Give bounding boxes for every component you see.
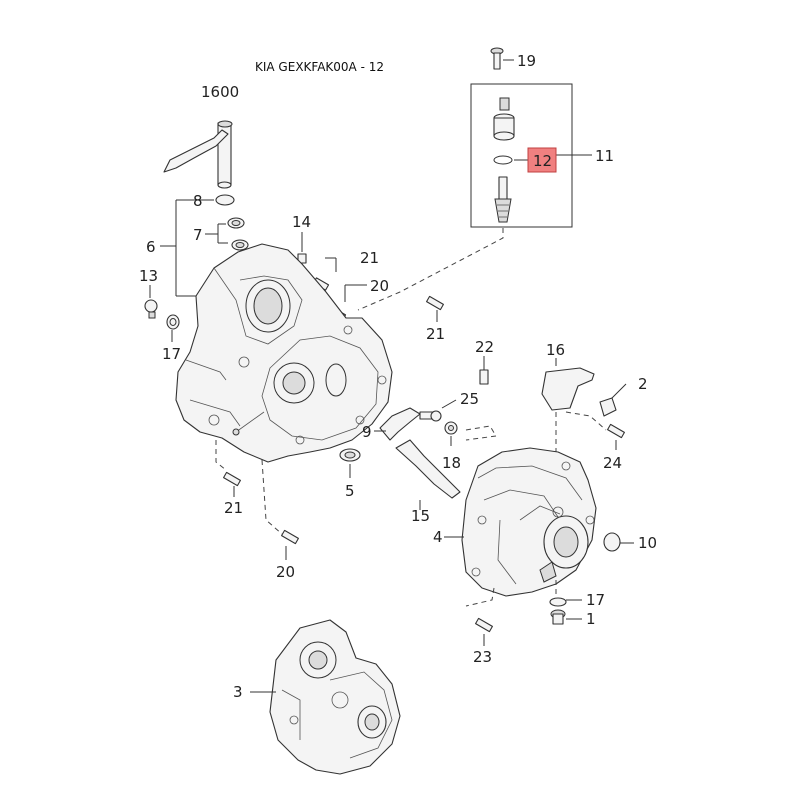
callout-label-1[interactable]: 1 xyxy=(586,610,596,628)
driven-gear xyxy=(494,176,512,223)
callout-label-4[interactable]: 4 xyxy=(433,528,443,546)
callout-label-5[interactable]: 5 xyxy=(345,482,355,500)
clamp-part-18 xyxy=(444,421,458,446)
bracket-part-15 xyxy=(395,439,461,510)
clutch-housing-part-6 xyxy=(175,243,393,463)
callout-label-19[interactable]: 19 xyxy=(517,52,536,70)
leader-16-to-bolt xyxy=(565,411,607,431)
driven-gear-sleeve xyxy=(493,97,515,141)
callout-label-21-right[interactable]: 21 xyxy=(426,325,445,343)
callout-label-12: 12 xyxy=(533,152,552,170)
callout-label-20-upper[interactable]: 20 xyxy=(370,277,389,295)
callout-label-8[interactable]: 8 xyxy=(193,192,203,210)
callout-label-23[interactable]: 23 xyxy=(473,648,492,666)
callout-label-7[interactable]: 7 xyxy=(193,226,203,244)
callout-label-16[interactable]: 16 xyxy=(546,341,565,359)
bracket-part-16 xyxy=(541,358,595,411)
callout-label-15[interactable]: 15 xyxy=(411,507,430,525)
callout-label-13[interactable]: 13 xyxy=(139,267,158,285)
callout-label-6[interactable]: 6 xyxy=(146,238,156,256)
shift-lever-part-1600 xyxy=(163,120,233,189)
plugs-part-7 xyxy=(227,217,249,251)
leader-housing-bolt-21-lower xyxy=(215,440,227,471)
plug-part-8 xyxy=(215,194,235,206)
bolt-part-20-lower xyxy=(281,529,299,560)
transaxle-assembly-part-3 xyxy=(269,619,401,775)
callout-label-1600[interactable]: 1600 xyxy=(201,83,239,101)
oil-seal-part-5 xyxy=(339,448,361,478)
o-ring-part-12 xyxy=(493,155,513,165)
plug-part-14 xyxy=(297,232,307,264)
plug-part-1 xyxy=(550,609,582,625)
callout-12-highlighted[interactable]: 12 xyxy=(527,147,557,173)
callout-label-10[interactable]: 10 xyxy=(638,534,657,552)
callout-label-22[interactable]: 22 xyxy=(475,338,494,356)
bolt-part-25 xyxy=(419,399,457,422)
leader-housing-bolt-20-lower xyxy=(261,459,283,535)
washer-part-17-right xyxy=(549,597,582,607)
callout-label-17-right[interactable]: 17 xyxy=(586,591,605,609)
callout-label-14[interactable]: 14 xyxy=(292,213,311,231)
bracket-part-9 xyxy=(374,407,421,441)
washer-part-17-left xyxy=(166,314,180,342)
callout-label-11[interactable]: 11 xyxy=(595,147,614,165)
leader-bracket-outline xyxy=(465,425,497,441)
diagram-title: KIA GEXKFAK00A - 12 xyxy=(255,60,384,74)
callout-label-18[interactable]: 18 xyxy=(442,454,461,472)
callout-label-9[interactable]: 9 xyxy=(362,423,372,441)
bolt-part-24 xyxy=(607,423,625,450)
bolt-part-21-right xyxy=(426,295,444,322)
callout-label-2[interactable]: 2 xyxy=(638,375,648,393)
callout-label-21-lower[interactable]: 21 xyxy=(224,499,243,517)
bolt-part-19 xyxy=(490,47,504,70)
callout-label-21-upper[interactable]: 21 xyxy=(360,249,379,267)
pin-part-22 xyxy=(479,356,489,385)
leader-case-to-bolt-23 xyxy=(465,587,495,607)
bolt-part-21-lower xyxy=(223,471,241,497)
callout-label-17-left[interactable]: 17 xyxy=(162,345,181,363)
clip-part-2 xyxy=(599,383,627,417)
callout-label-24[interactable]: 24 xyxy=(603,454,622,472)
leader-gear-to-case xyxy=(357,228,504,311)
bolt-part-23 xyxy=(475,617,493,646)
callout-label-3[interactable]: 3 xyxy=(233,683,243,701)
transaxle-case-part-4 xyxy=(461,447,597,597)
callout-label-20-lower[interactable]: 20 xyxy=(276,563,295,581)
highlight-box xyxy=(527,147,557,173)
plug-part-13 xyxy=(144,285,158,319)
plug-part-10 xyxy=(603,532,634,552)
callout-label-25[interactable]: 25 xyxy=(460,390,479,408)
speedometer-gear-assembly xyxy=(470,47,592,228)
